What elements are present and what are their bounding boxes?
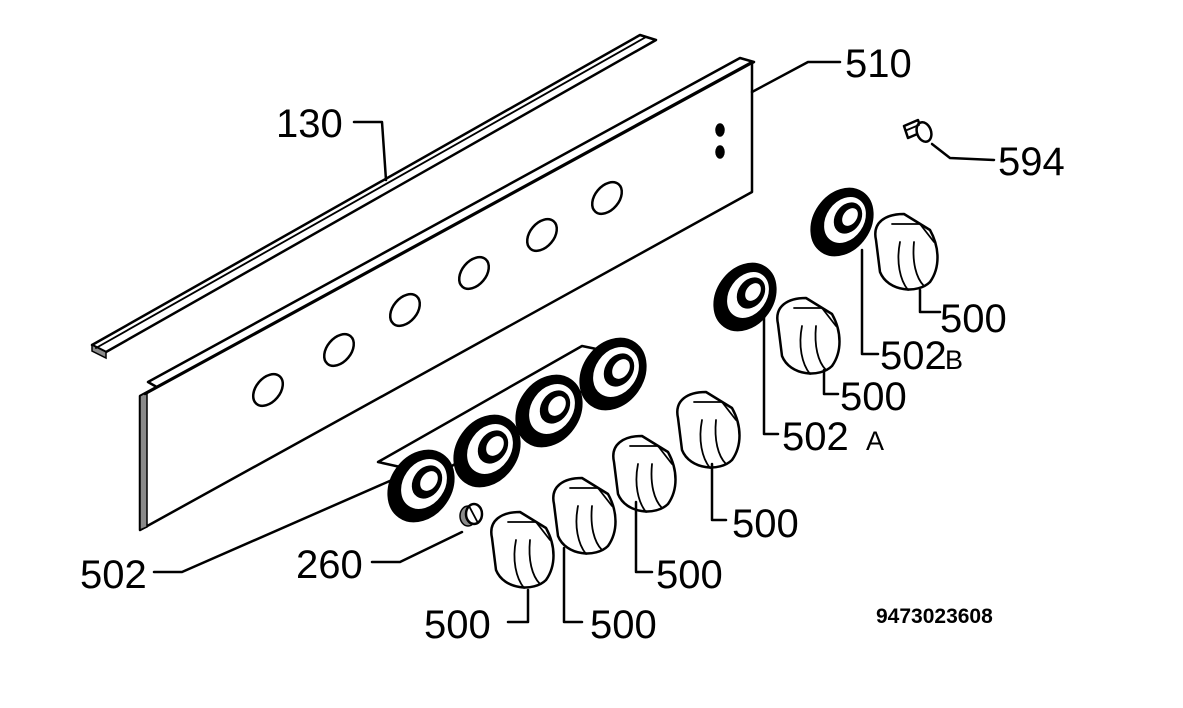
knob-500 [490, 510, 555, 589]
control-panel-510 [138, 56, 756, 532]
ring [387, 449, 455, 523]
callout-260: 260 [296, 543, 363, 587]
callout-500-b: 500 [590, 603, 657, 647]
knob-500 [552, 476, 617, 555]
knob-500 [874, 212, 939, 291]
callout-500-f: 500 [940, 297, 1007, 341]
seal-strip-130 [90, 33, 658, 360]
ring [515, 374, 583, 448]
callout-500-e: 500 [840, 375, 907, 419]
document-number: 9473023608 [876, 605, 993, 628]
callout-500-d: 500 [732, 502, 799, 546]
spring-260 [459, 502, 484, 527]
ring-set-502 [376, 337, 647, 523]
callout-502a-suffix: A [866, 426, 884, 456]
callout-500-a: 500 [424, 603, 491, 647]
callout-510: 510 [845, 42, 912, 86]
callout-500-c: 500 [656, 553, 723, 597]
ring-502a [713, 262, 777, 332]
screw-594 [902, 118, 933, 143]
ring [453, 414, 521, 488]
callout-502b: 502 [880, 334, 947, 378]
ring [579, 337, 647, 411]
knob-500 [676, 390, 741, 469]
ring-502b [810, 187, 874, 257]
knob-500 [776, 296, 841, 375]
knob-500 [612, 434, 677, 513]
callout-594: 594 [998, 140, 1065, 184]
leader-lines [152, 60, 996, 624]
callout-130: 130 [276, 102, 343, 146]
callout-502a: 502 [782, 415, 849, 459]
callout-502b-suffix: B [945, 345, 963, 375]
callout-502: 502 [80, 553, 147, 597]
